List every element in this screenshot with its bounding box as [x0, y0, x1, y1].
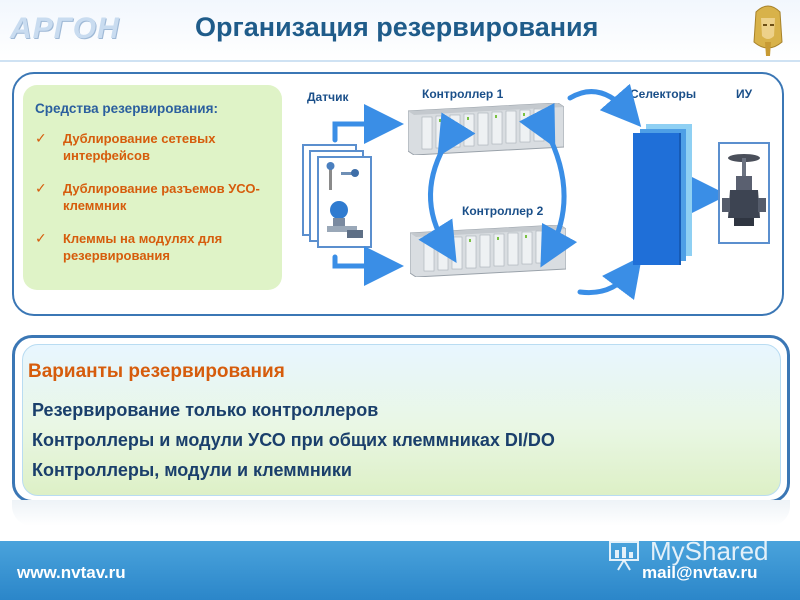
sensor-label: Датчик	[307, 90, 349, 104]
panel-reflection	[12, 500, 790, 526]
selector-block-front	[633, 133, 681, 265]
presentation-icon	[609, 541, 639, 571]
checkmark-icon: ✓	[35, 130, 47, 146]
selectors-label: Селекторы	[630, 87, 697, 101]
actuator-label: ИУ	[736, 87, 753, 101]
checkmark-icon: ✓	[35, 180, 47, 196]
arrow-sync-right	[519, 103, 578, 268]
list-item: ✓Клеммы на модулях для резервирования	[35, 230, 223, 263]
list-item: ✓Дублирование сетевых интерфейсов	[35, 130, 216, 163]
variants-heading: Варианты резервирования	[28, 361, 285, 382]
arrow-controller2-to-selectors	[577, 256, 643, 301]
variant-item: Резервирование только контроллеров	[32, 400, 379, 420]
arrow-controller1-to-selectors	[567, 83, 642, 128]
footer	[0, 541, 800, 600]
watermark: MyShared	[650, 536, 769, 566]
variant-item: Контроллеры, модули и клеммники	[32, 460, 352, 480]
connection-arrows	[332, 83, 728, 301]
website-link[interactable]: www.nvtav.ru	[17, 563, 126, 582]
sensor-card-front	[317, 156, 372, 248]
email-link[interactable]: mail@nvtav.ru	[642, 563, 758, 582]
redundancy-means-panel: Средства резервирования: ✓Дублирование с…	[23, 85, 282, 290]
header	[0, 0, 800, 62]
redundancy-means-list: ✓Дублирование сетевых интерфейсов ✓Дубли…	[35, 130, 270, 264]
pharaoh-mascot-icon	[753, 5, 783, 56]
list-item: ✓Дублирование разъемов УСО-клеммник	[35, 180, 260, 213]
actuator-box	[718, 142, 770, 244]
variant-item: Контроллеры и модули УСО при общих клемм…	[32, 430, 555, 450]
variants-panel	[22, 344, 781, 496]
controller1-label: Контроллер 1	[422, 87, 504, 101]
valve-icon	[722, 154, 766, 226]
arrow-sync-left	[418, 112, 476, 263]
sensor-icon	[326, 162, 363, 238]
arrow-sensor-to-controller1	[332, 104, 404, 144]
checkmark-icon: ✓	[35, 230, 47, 246]
header-divider	[0, 60, 800, 62]
logo: АРГОН	[10, 12, 120, 45]
redundancy-means-heading: Средства резервирования:	[35, 101, 218, 116]
arrow-sensor-to-controller2	[332, 246, 404, 286]
page-title: Организация резервирования	[195, 12, 599, 42]
